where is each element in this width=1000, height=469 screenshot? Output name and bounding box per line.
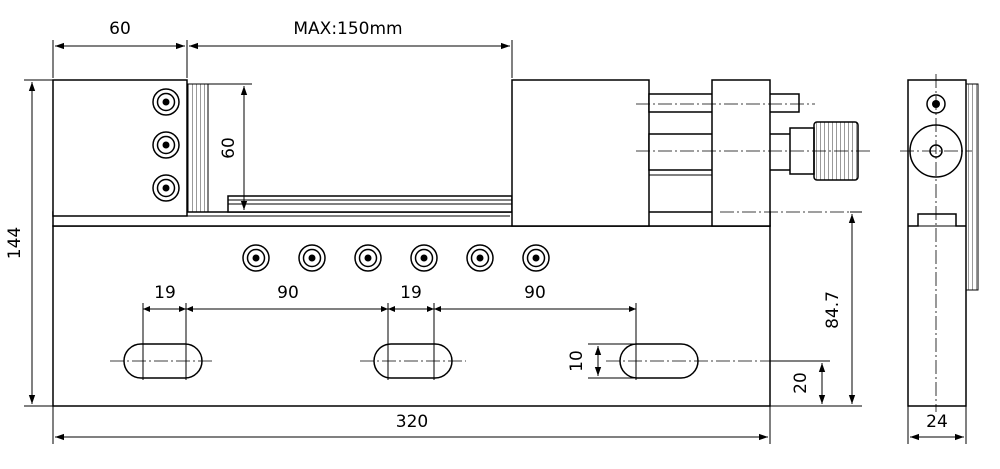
dim-slot-offset: 20	[791, 372, 811, 394]
jaw-scale	[187, 83, 209, 213]
jaw-screw	[152, 174, 180, 202]
dim-total-height: 144	[5, 227, 25, 259]
base-screw	[354, 244, 382, 272]
dim-slot-height: 10	[567, 350, 587, 372]
front-view	[52, 79, 870, 407]
base-screw	[410, 244, 438, 272]
spindle-block	[711, 79, 771, 227]
dim-max-opening: MAX:150mm	[293, 19, 402, 39]
dim-height-to-top: 84.7	[823, 291, 843, 329]
dim-total-length: 320	[396, 412, 428, 432]
dimensions: 60 MAX:150mm 60 144 84.7 20 10 19 90 19 …	[5, 19, 967, 444]
base-screw	[298, 244, 326, 272]
dim-slot-pitch-left: 90	[277, 283, 299, 303]
dim-jaw-height: 60	[219, 137, 239, 159]
base-screw	[466, 244, 494, 272]
dim-jaw-width: 60	[109, 19, 131, 39]
jaw-screw	[152, 88, 180, 116]
base-screw	[242, 244, 270, 272]
dim-side-width: 24	[926, 412, 948, 432]
dim-slot-width-left: 19	[154, 283, 176, 303]
dim-slot-pitch-right: 90	[524, 283, 546, 303]
dim-slot-width-mid: 19	[400, 283, 422, 303]
side-view	[900, 74, 979, 412]
jaw-screw	[152, 131, 180, 159]
moving-jaw	[511, 79, 650, 227]
base-screw	[522, 244, 550, 272]
side-scale	[965, 83, 979, 291]
